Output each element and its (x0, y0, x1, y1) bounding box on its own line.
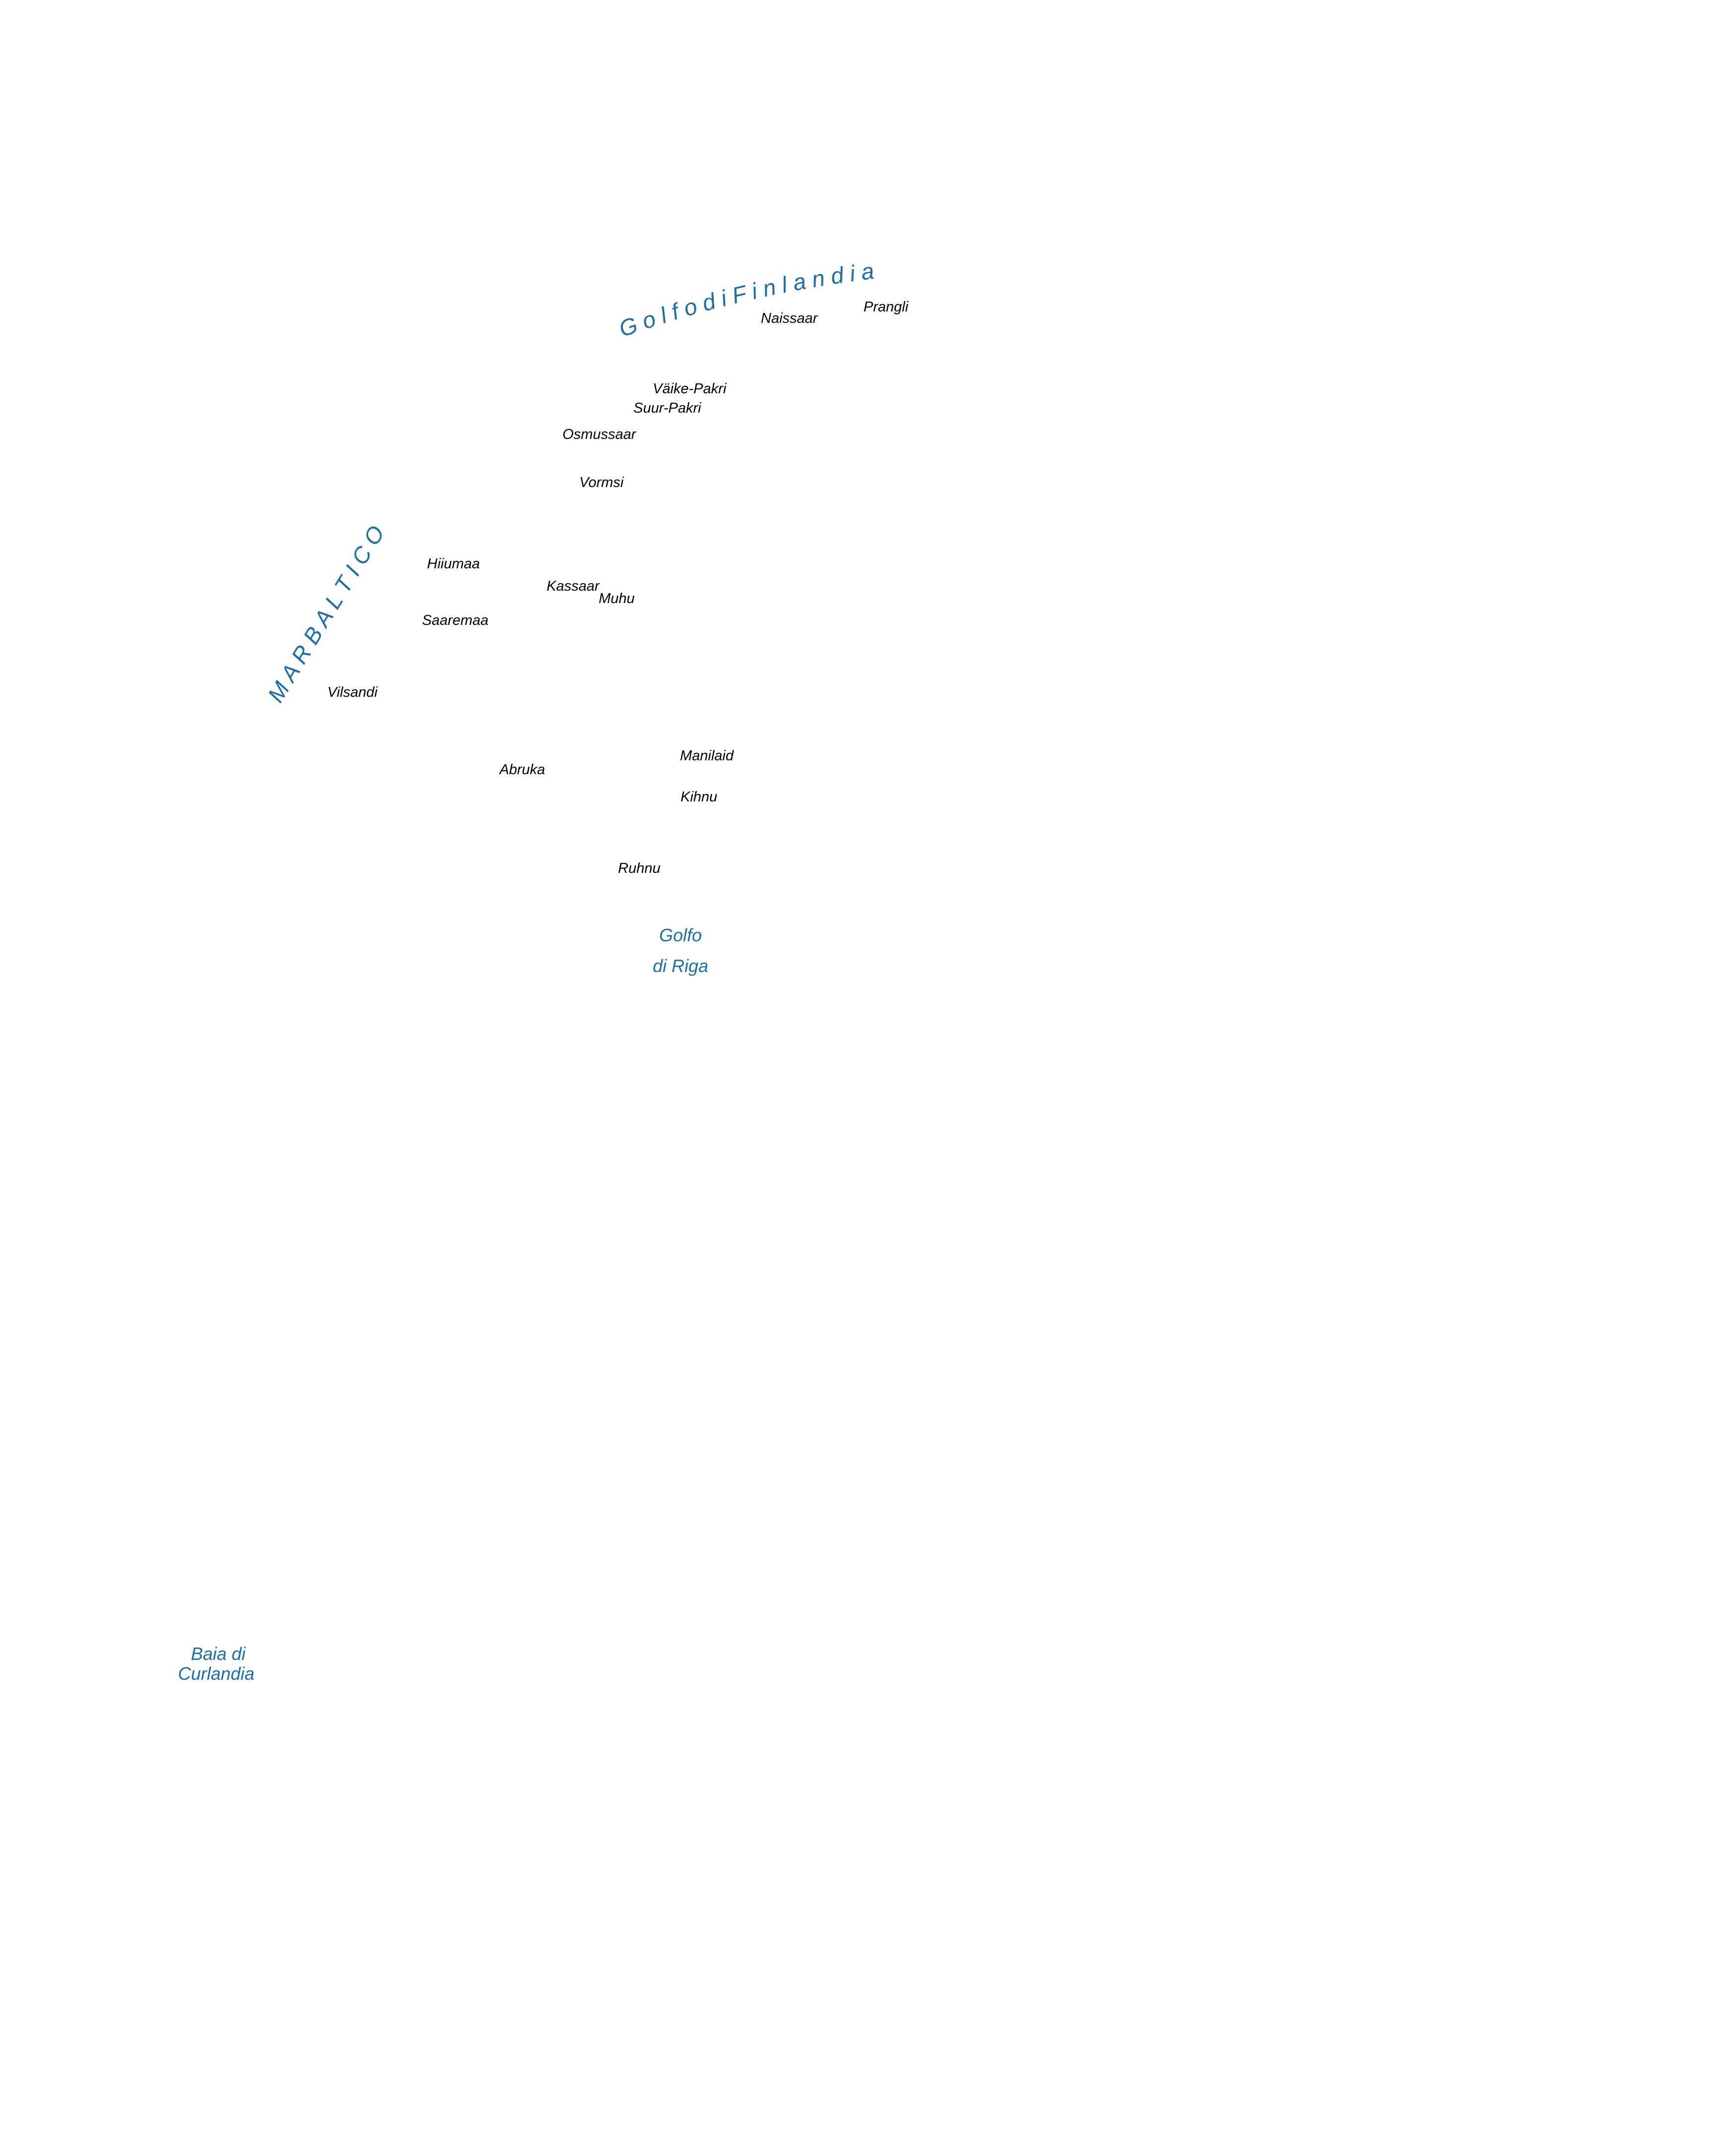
island-label-naissaar: Naissaar (761, 310, 818, 326)
island-label-hiiumaa: Hiiumaa (427, 556, 480, 572)
island-label-osmussaar: Osmussaar (562, 427, 637, 442)
water-label-gulf-of-finland: G o l f o d i F i n l a n d i a (616, 258, 875, 342)
island-label-muhu: Muhu (599, 591, 635, 607)
island-label-vormsi: Vormsi (579, 475, 624, 490)
water-label-curonian-bay-line-1: Baia di (191, 1644, 246, 1664)
water-label-gulf-of-riga-line-1: Golfo (659, 925, 702, 945)
island-label-suur-pakri: Suur-Pakri (633, 400, 702, 416)
island-label-abruka: Abruka (498, 762, 545, 778)
island-label-prangli: Prangli (864, 299, 909, 315)
island-label-ruhnu: Ruhnu (618, 860, 660, 876)
island-label-kassaar: Kassaar (547, 578, 600, 594)
island-label-kihnu: Kihnu (681, 789, 717, 805)
water-label-curonian-bay-line-2: Curlandia (178, 1663, 254, 1684)
water-label-gulf-of-riga-line-2: di Riga (653, 956, 708, 976)
island-label-vilsandi: Vilsandi (327, 684, 378, 700)
island-label-saaremaa: Saaremaa (422, 612, 489, 628)
water-label-baltic-sea: M A R B A L T I C O (262, 521, 389, 707)
island-label-vaike-pakri: Väike-Pakri (653, 381, 727, 397)
island-label-manilaid: Manilaid (680, 748, 734, 764)
